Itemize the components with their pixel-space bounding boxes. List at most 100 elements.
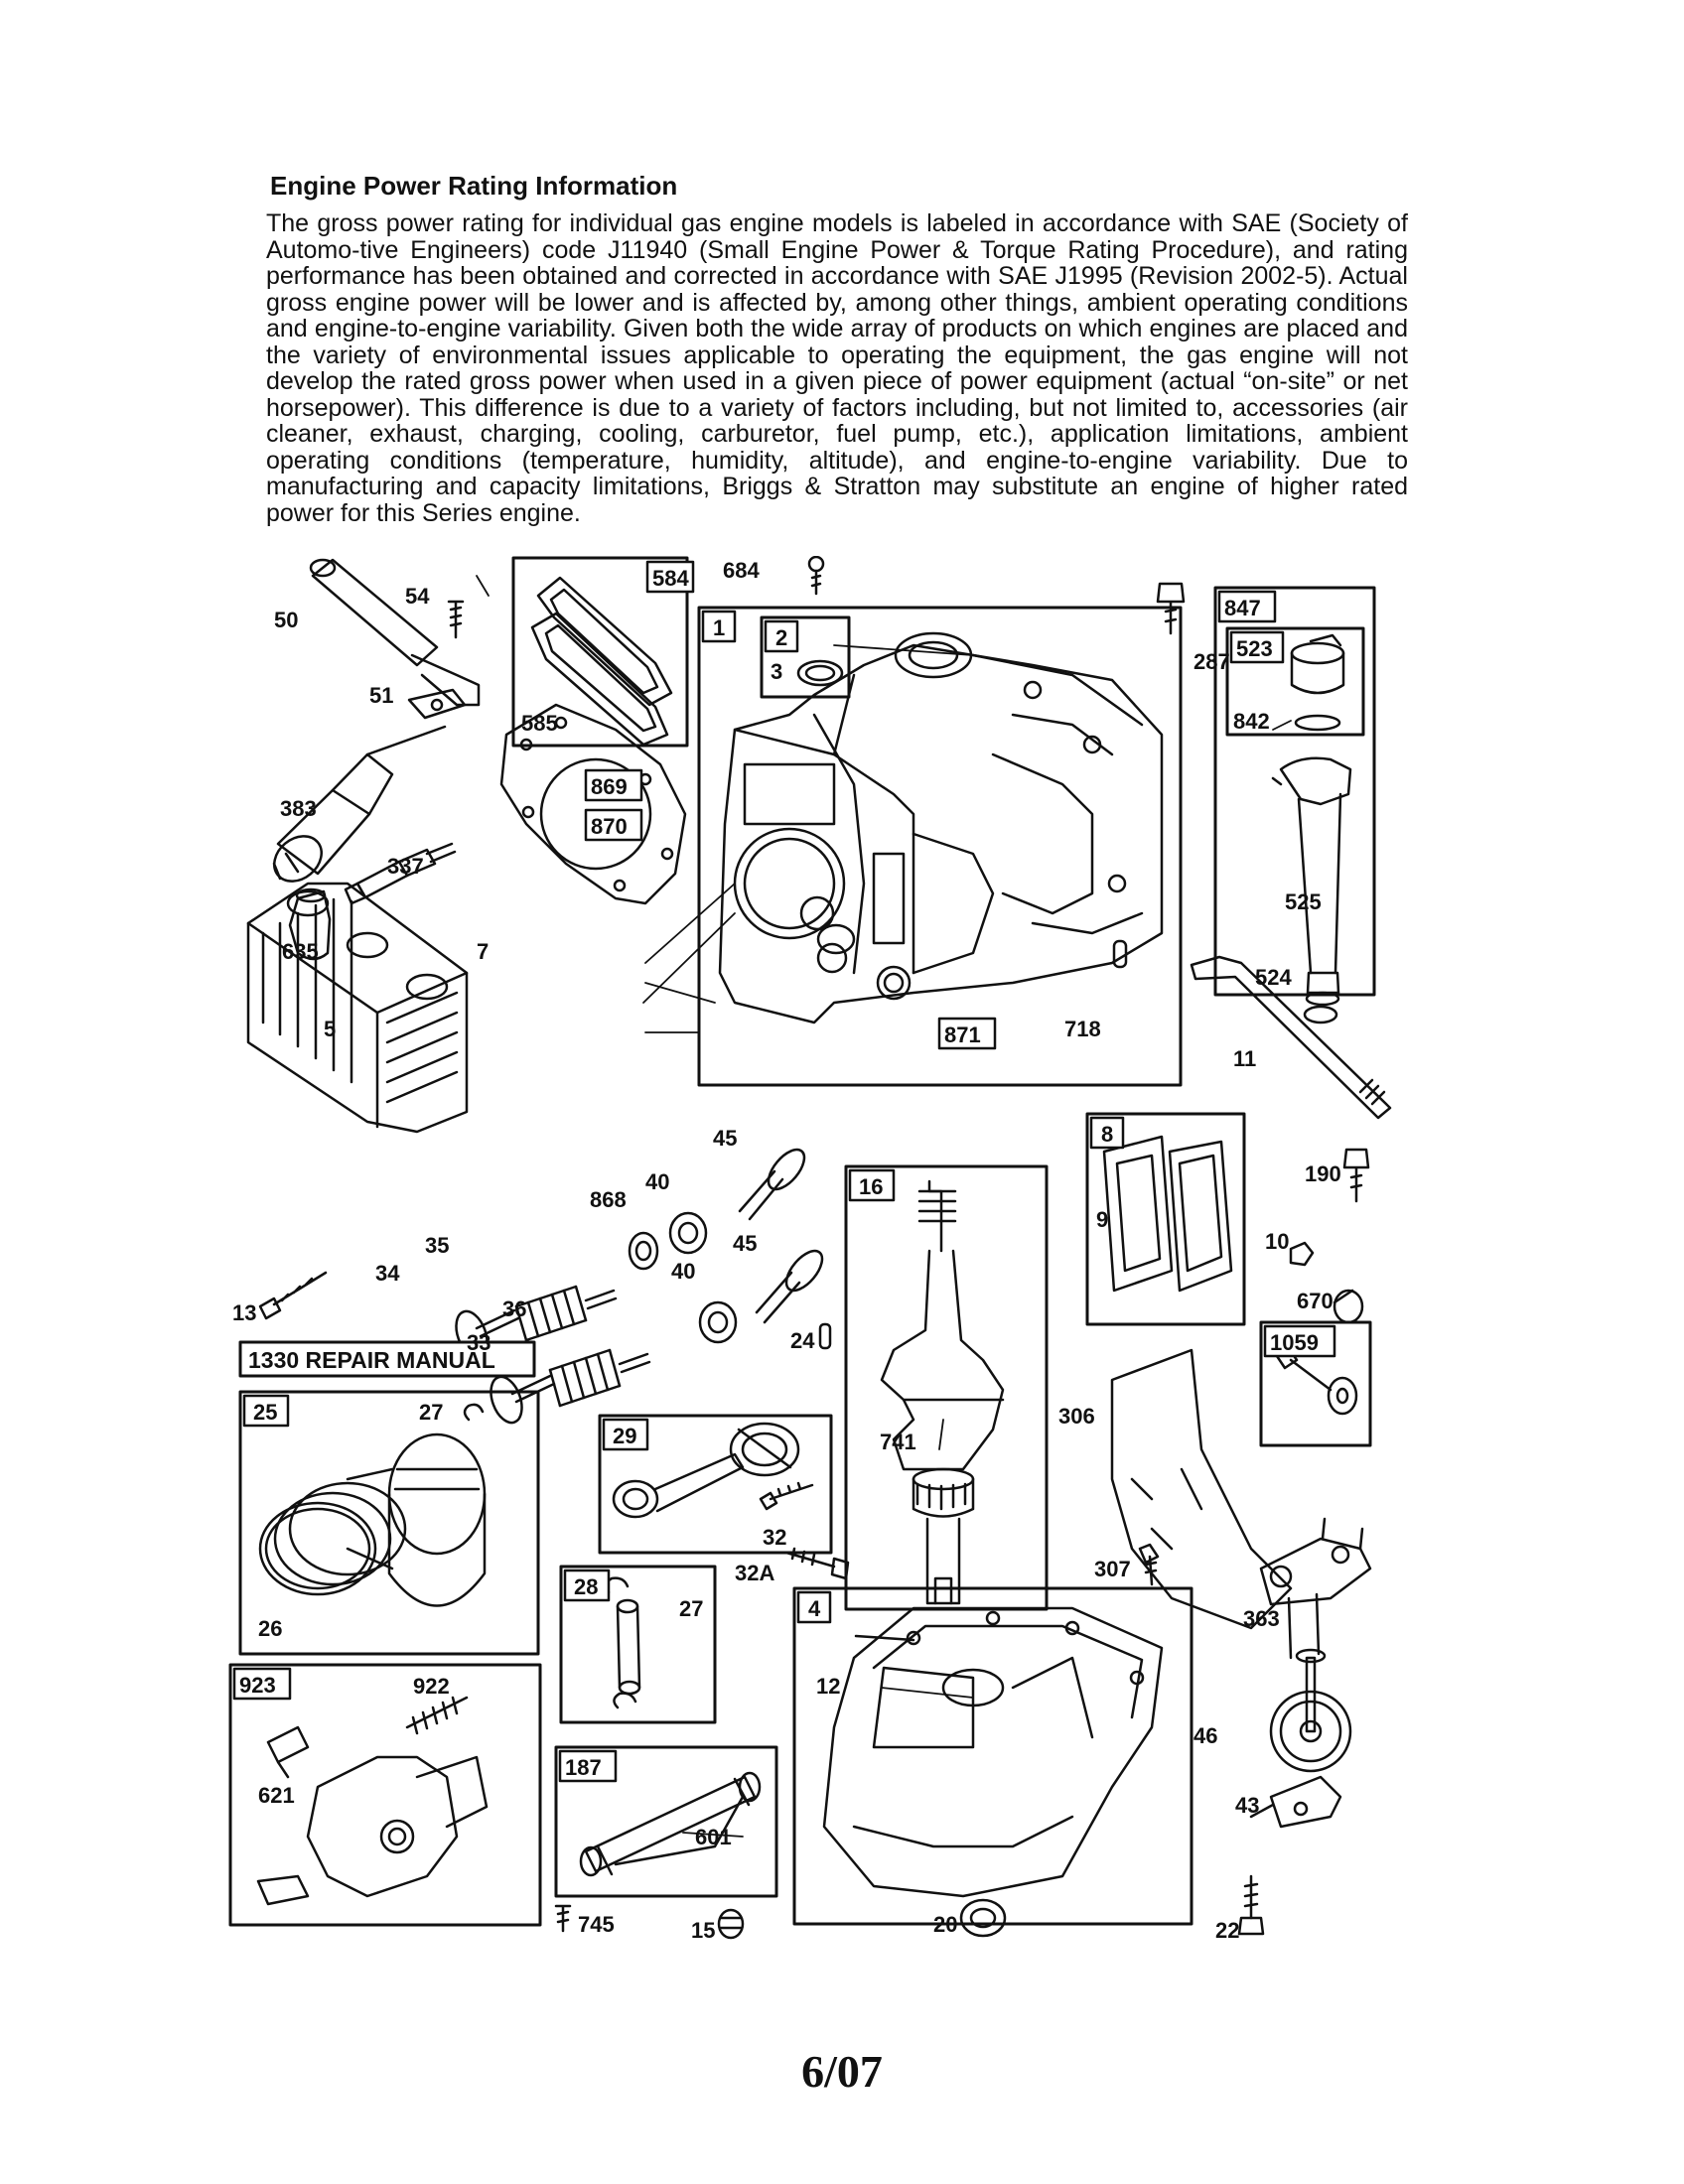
oil-tube-drawing [579,1771,762,1877]
kit-label-29: 29 [602,1418,649,1451]
kit-label-847: 847 [1217,590,1277,623]
kit-label-1059: 1059 [1263,1324,1336,1358]
part-number: 922 [413,1674,450,1699]
kit-number: 4 [808,1596,821,1621]
kit-box-2 [760,615,851,699]
part-number: 741 [880,1430,916,1454]
bolt-287-drawing [1156,582,1186,635]
screw-54-drawing [447,600,465,639]
part-number: 601 [695,1825,732,1849]
part-number: 54 [405,584,430,609]
crankshaft-drawing [880,1179,1005,1605]
kit-number: 923 [239,1673,276,1698]
spark-plug-drawing [344,842,457,905]
kit-number: 870 [591,814,628,839]
part-number: 363 [1243,1606,1280,1631]
kit-label-16: 16 [848,1168,896,1202]
part-number: 24 [790,1328,815,1353]
part-number: 585 [521,711,558,736]
part-number: 40 [671,1259,695,1284]
part-number: 287 [1193,649,1230,674]
bolt-684-drawing [807,556,825,596]
part-number: 11 [1233,1046,1256,1071]
part-number: 50 [274,608,298,632]
kit-box-523 [1225,626,1365,737]
oil-seal-20-drawing [959,1898,1007,1938]
kit-number: 16 [859,1174,883,1199]
kit-number: 25 [253,1400,277,1425]
o-ring-524-drawing [1303,1005,1338,1024]
page-date: 6/07 [801,2046,883,2097]
part-number: 842 [1233,709,1270,734]
section-title: Engine Power Rating Information [270,171,678,201]
valve-45-drawing [738,1148,824,1324]
part-number: 3 [771,659,782,684]
kit-box-584 [511,556,689,748]
governor-spring-drawing [405,1696,469,1735]
kit-number: 871 [944,1023,981,1047]
part-number: 45 [713,1126,737,1151]
kit-box-923 [228,1663,542,1927]
bolt-32a-drawing [784,1547,850,1580]
part-number: 43 [1235,1793,1259,1818]
part-number: 27 [679,1596,703,1621]
part-number: 7 [477,939,489,964]
kit-number: 584 [652,566,689,591]
oil-seal-3-drawing [796,659,844,687]
kit-box-25 [238,1390,540,1656]
kit-label-869: 869 [584,768,643,802]
gasket-12-leader [854,1634,915,1642]
piston-drawing [346,1433,487,1607]
kit-number: 1059 [1270,1330,1319,1355]
part-number: 306 [1058,1404,1095,1429]
breather-cover-drawing [1102,1135,1233,1293]
part-number: 20 [933,1912,957,1937]
governor-control-drawing [256,1725,489,1906]
part-number: 190 [1305,1161,1341,1186]
kit-number: 29 [613,1424,636,1448]
kit-box-1059 [1259,1320,1372,1447]
bolt-22-drawing [1237,1874,1265,1936]
bolt-32-drawing [759,1481,814,1511]
part-number: 27 [419,1400,443,1425]
kit-label-523: 523 [1229,630,1285,664]
kit-number: 523 [1236,636,1273,661]
kit-number: 869 [591,774,628,799]
clip-27a-drawing [463,1403,485,1422]
kit-box-28 [559,1565,717,1724]
repair-manual-label: 1330 REPAIR MANUAL [238,1340,536,1378]
part-number: 684 [723,558,760,583]
head-gasket-drawing [499,703,687,905]
part-number: 868 [590,1187,627,1212]
dowel-718-drawing [1112,939,1128,969]
bolt-307-drawing [1138,1543,1160,1586]
bolt-190-drawing [1342,1148,1370,1203]
seal-871-drawing [816,923,856,955]
part-number: 525 [1285,889,1322,914]
wrist-pin-drawing [604,1576,641,1709]
retainer-40-drawing [668,1211,738,1344]
governor-shaft-drawing [1190,955,1392,1120]
kit-box-8 [1085,1112,1246,1326]
kit-label-871: 871 [937,1017,997,1050]
plug-15-drawing [717,1908,745,1940]
kit-label-25: 25 [242,1394,290,1428]
part-number: 15 [691,1918,715,1943]
kit-label-584: 584 [645,560,695,594]
bolt-13-drawing [258,1271,328,1320]
kit-label-28: 28 [563,1569,611,1602]
valve-seal-868-drawing [628,1231,659,1271]
part-number: 718 [1064,1017,1101,1041]
part-number: 745 [578,1912,615,1937]
kit-label-1: 1 [701,610,737,643]
part-number: 46 [1193,1723,1217,1748]
part-number: 621 [258,1783,295,1808]
kit-box-29 [598,1414,833,1555]
part-number: 22 [1215,1918,1239,1943]
kit-box-1 [697,606,1183,1087]
part-number: 40 [645,1169,669,1194]
kit-label-8: 8 [1089,1116,1125,1150]
exploded-parts-diagram: 584 1 2 847 523 869 870 871 8 16 1059 25… [228,556,1392,1943]
plug-670-drawing [1333,1289,1364,1324]
